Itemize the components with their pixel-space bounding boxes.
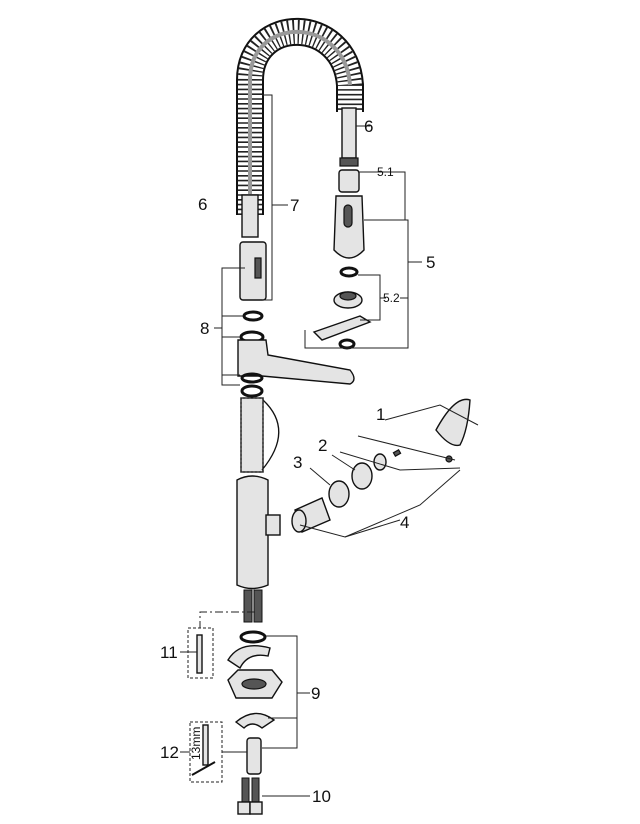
- label-3: 3: [293, 453, 302, 472]
- label-5-1: 5.1: [377, 165, 394, 179]
- label-7: 7: [290, 196, 299, 215]
- label-11: 11: [160, 643, 178, 662]
- tool-11-box: [187, 611, 255, 679]
- label-4: 4: [400, 513, 409, 532]
- label-10: 10: [312, 787, 331, 806]
- label-9: 9: [311, 684, 320, 703]
- label-2: 2: [318, 436, 327, 455]
- label-6-hose: 6: [364, 117, 373, 136]
- leader-lines: [180, 94, 479, 797]
- mounting-parts: [227, 630, 283, 815]
- hose-column-parts: [236, 194, 355, 623]
- cartridge-parts: [291, 398, 471, 533]
- label-5: 5: [426, 253, 435, 272]
- label-12: 12: [160, 743, 179, 762]
- label-1: 1: [376, 405, 385, 424]
- label-6-left: 6: [198, 195, 207, 214]
- label-8: 8: [200, 319, 209, 338]
- coil-spring-hose: [236, 17, 364, 215]
- tool-12-size-label: 13mm: [189, 727, 203, 760]
- spray-head-parts: [312, 107, 372, 350]
- tool-12-box: 13mm: [189, 721, 223, 783]
- label-5-2: 5.2: [383, 291, 400, 305]
